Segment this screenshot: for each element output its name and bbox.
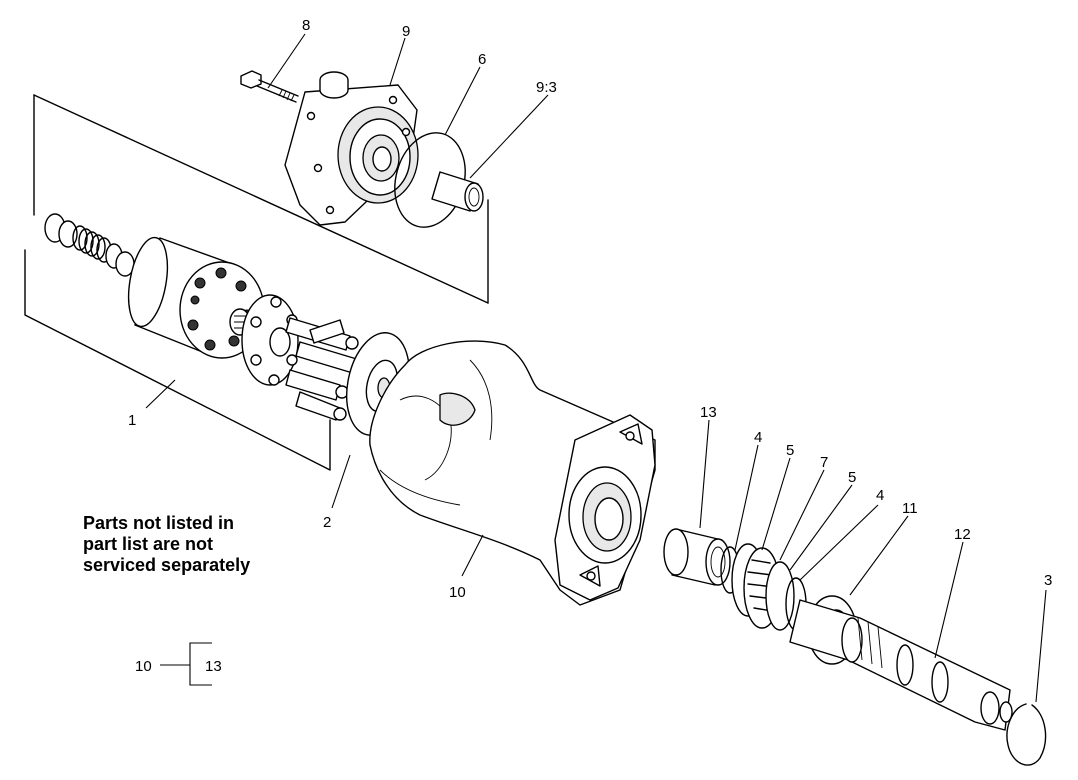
cylinder-assembly-part-1 bbox=[44, 213, 265, 359]
shaft-part-12 bbox=[789, 599, 1013, 731]
bushing-part-9-3 bbox=[431, 171, 484, 212]
callout-10: 10 bbox=[449, 584, 466, 601]
callout-2: 2 bbox=[323, 514, 331, 531]
callout-4-second: 4 bbox=[876, 487, 884, 504]
callout-12: 12 bbox=[954, 526, 971, 543]
end-cover-part-9 bbox=[284, 71, 419, 226]
callout-3: 3 bbox=[1044, 572, 1052, 589]
bearing-stack-parts-4-5-7 bbox=[720, 543, 807, 631]
callout-5-first: 5 bbox=[786, 442, 794, 459]
callout-labels: 8 9 6 9:3 1 2 10 13 4 5 7 5 4 11 12 3 bbox=[128, 17, 1052, 601]
callout-4-first: 4 bbox=[754, 429, 762, 446]
callout-9-3: 9:3 bbox=[536, 79, 557, 96]
bolt-part-8 bbox=[240, 70, 299, 103]
group-1-bracket bbox=[24, 94, 489, 471]
callout-13: 13 bbox=[700, 404, 717, 421]
callout-1: 1 bbox=[128, 412, 136, 429]
callout-9: 9 bbox=[402, 23, 410, 40]
callout-8: 8 bbox=[302, 17, 310, 34]
callout-5-second: 5 bbox=[848, 469, 856, 486]
service-note-line-1: Parts not listed in bbox=[83, 513, 235, 533]
legend-left-number: 10 bbox=[135, 658, 152, 675]
circlip-part-3 bbox=[1006, 703, 1047, 766]
callout-6: 6 bbox=[478, 51, 486, 68]
callout-7: 7 bbox=[820, 454, 828, 471]
spring bbox=[72, 225, 112, 263]
leader-lines bbox=[145, 33, 1047, 703]
service-note-line-3: serviced separately bbox=[83, 555, 251, 575]
legend-right-number: 13 bbox=[205, 658, 222, 675]
sleeve-part-13 bbox=[663, 528, 731, 586]
assembly-legend: 10 13 bbox=[135, 642, 222, 686]
piston-set-part-2 bbox=[241, 294, 410, 436]
callout-11: 11 bbox=[902, 500, 918, 517]
housing-part-10 bbox=[369, 340, 656, 606]
service-note-line-2: part list are not bbox=[83, 534, 214, 554]
